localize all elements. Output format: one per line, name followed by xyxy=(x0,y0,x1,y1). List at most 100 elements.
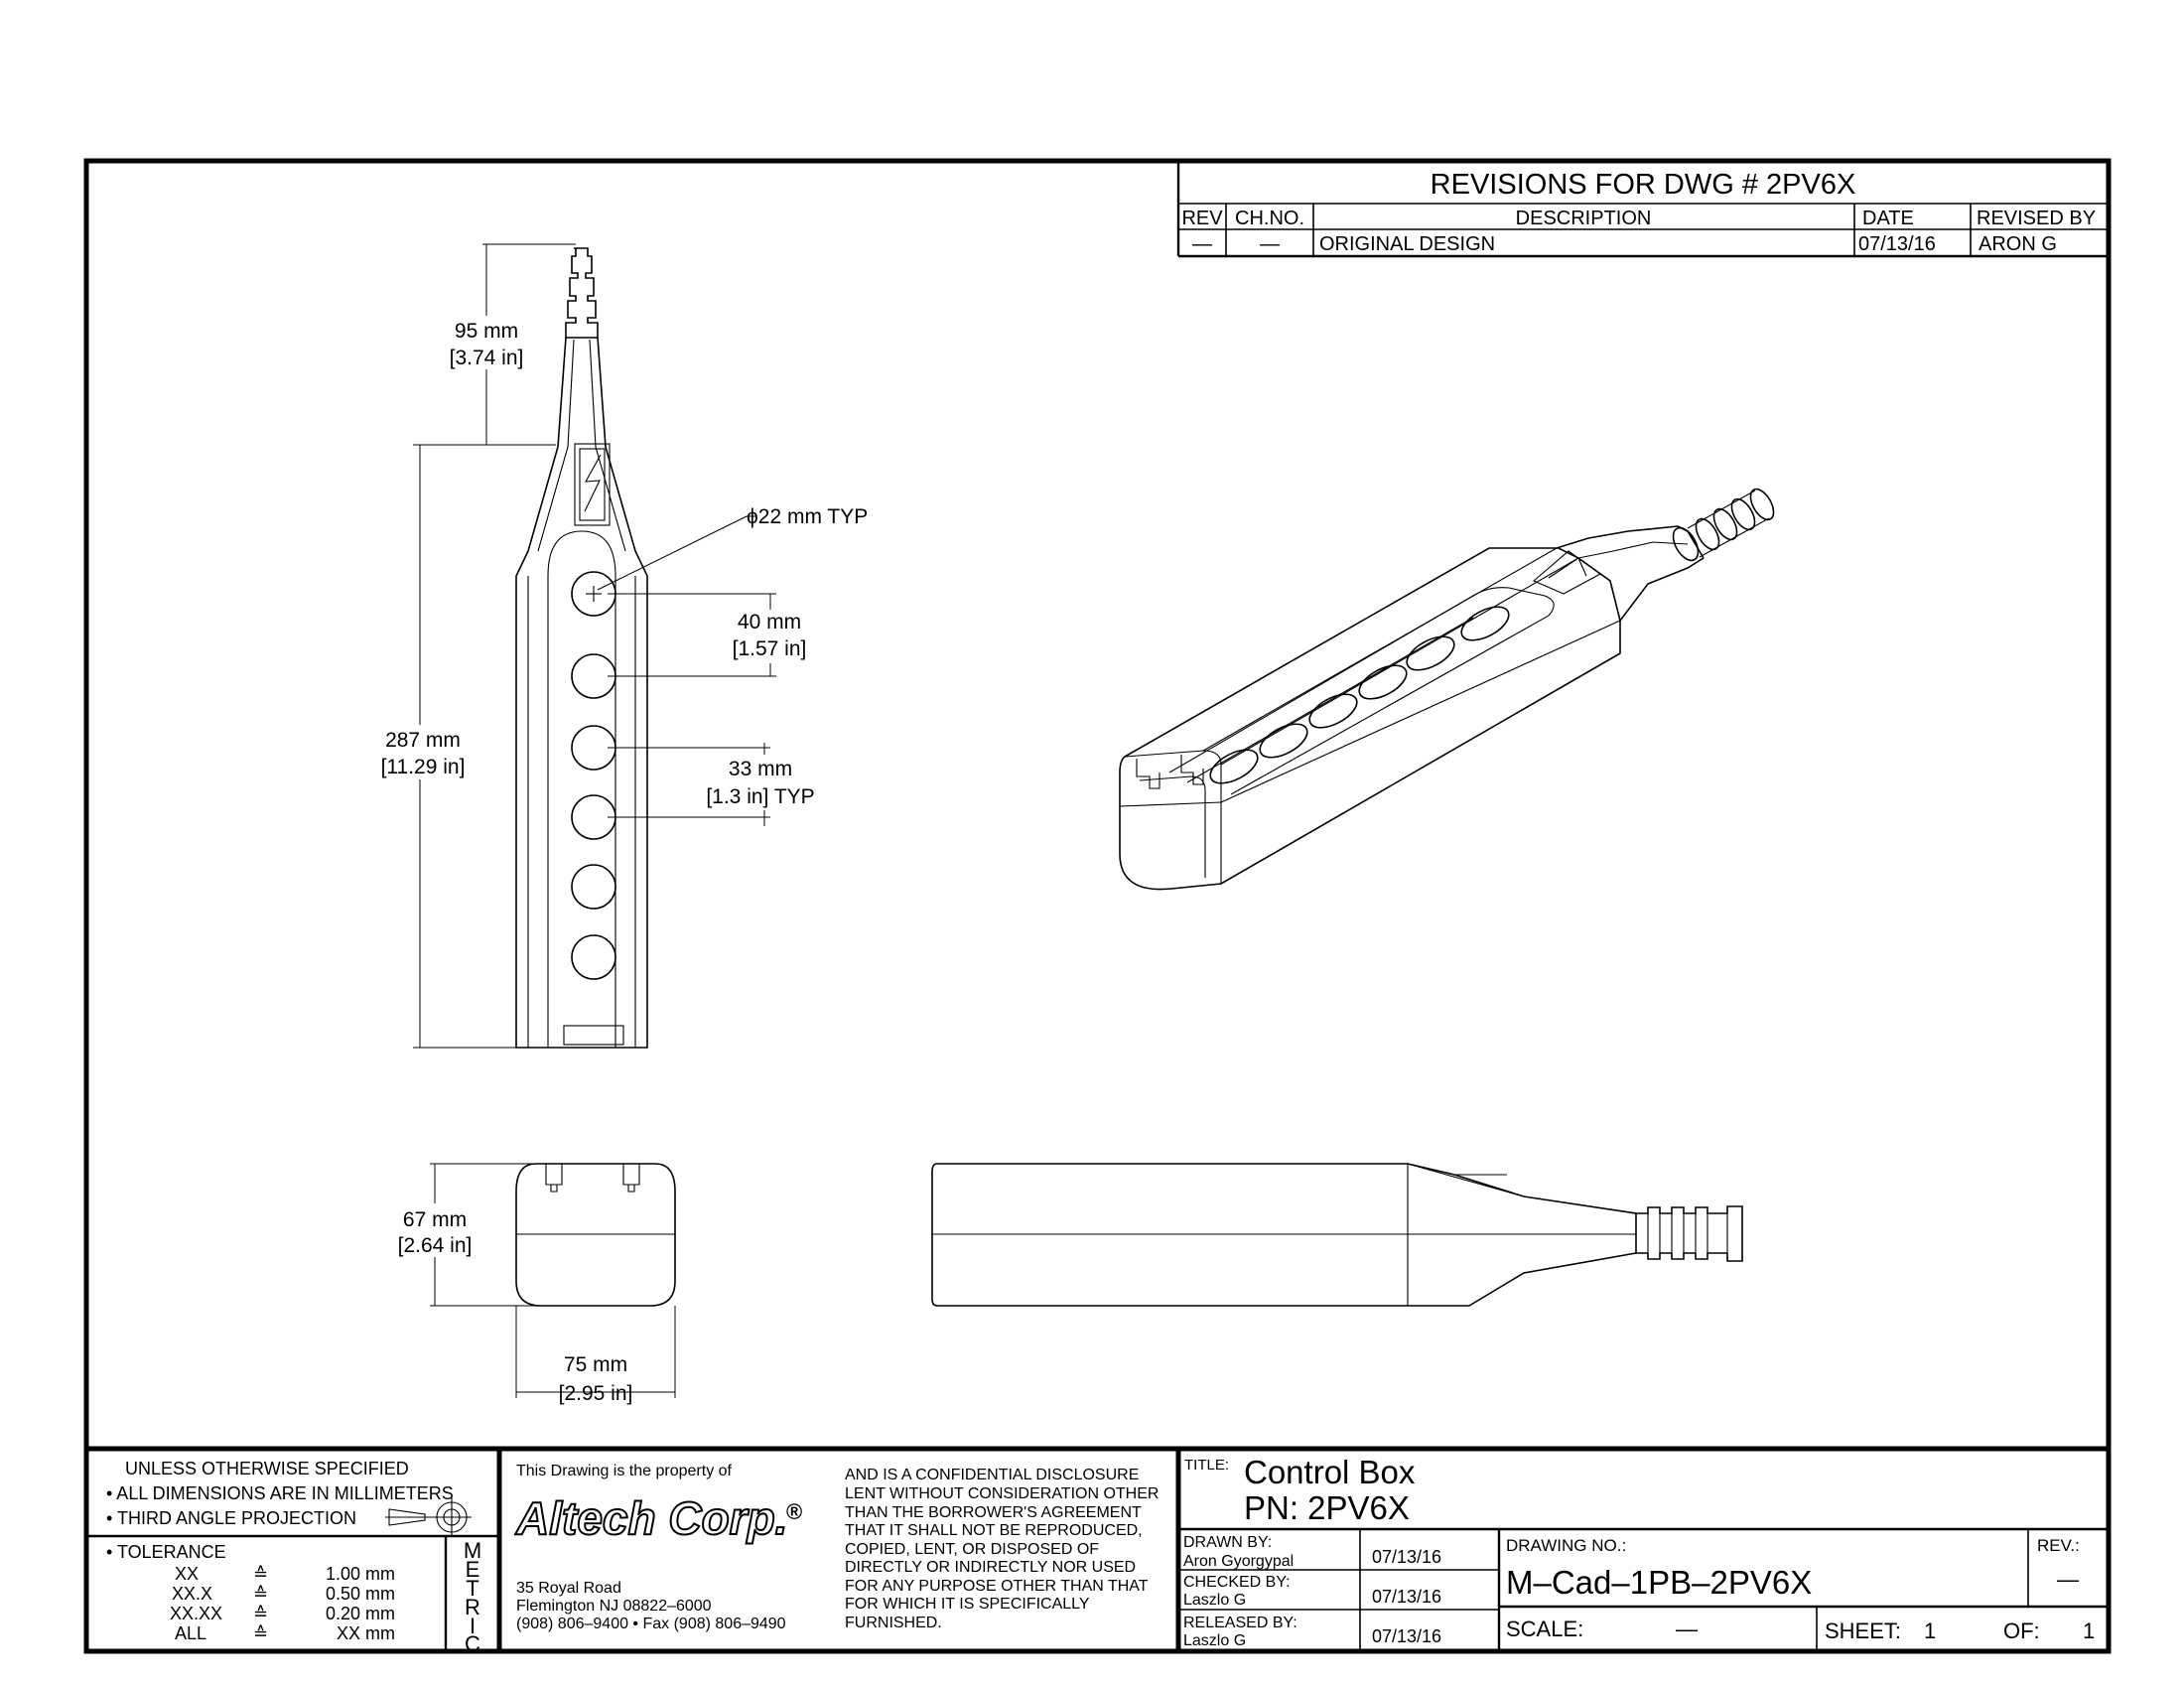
tol-sym-1: ≙ xyxy=(253,1564,268,1584)
released-label: RELEASED BY: xyxy=(1183,1615,1297,1631)
released-by: Laszlo G xyxy=(1183,1632,1246,1649)
metric-letter-i: I xyxy=(470,1614,476,1638)
tol-val-4: XX mm xyxy=(337,1623,395,1643)
disclosure-line-1: AND IS A CONFIDENTIAL DISCLOSURE xyxy=(845,1467,1139,1483)
iso-button-2 xyxy=(1259,723,1308,759)
bottom-slot xyxy=(563,1025,624,1046)
drawing-title: Control Box xyxy=(1244,1454,1416,1490)
dim-spacing-mm: 33 mm xyxy=(729,758,792,780)
isometric-view xyxy=(1119,488,1775,891)
dim-pitch-mm: 40 mm xyxy=(738,611,801,633)
rev-col-rev: REV xyxy=(1181,208,1223,229)
dim-width-mm: 75 mm xyxy=(564,1353,627,1376)
tol-sym-4: ≙ xyxy=(253,1623,268,1643)
rev-label: REV.: xyxy=(2037,1536,2080,1555)
rev-value: — xyxy=(2057,1567,2079,1592)
note-projection: • THIRD ANGLE PROJECTION xyxy=(106,1508,356,1528)
checked-by: Laszlo G xyxy=(1183,1592,1246,1609)
dim-hole-diameter: ϕ22 mm TYP xyxy=(747,505,868,528)
iso-button-3 xyxy=(1308,693,1358,729)
iso-button-1 xyxy=(1209,749,1259,784)
drawing-no-label: DRAWING NO.: xyxy=(1506,1536,1626,1555)
disclosure-line-4: THAT IT SHALL NOT BE REPRODUCED, xyxy=(845,1522,1143,1539)
tol-val-1: 1.00 mm xyxy=(326,1564,395,1584)
of-label: OF: xyxy=(2003,1618,2040,1643)
front-view-dimensions: 95 mm [3.74 in] 287 mm [11.29 in] ϕ22 mm… xyxy=(381,243,868,1049)
iso-button-5 xyxy=(1406,635,1455,671)
title-block xyxy=(86,1446,2109,1651)
company-block: This Drawing is the property of Altech C… xyxy=(514,1463,1159,1632)
disclosure-line-8: FOR WHICH IT IS SPECIFICALLY xyxy=(845,1596,1090,1613)
dim-width-in: [2.95 in] xyxy=(559,1382,633,1405)
dim-depth-in: [2.64 in] xyxy=(398,1234,473,1257)
sheet-value: 1 xyxy=(1924,1618,1936,1643)
rev-col-chno: CH.NO. xyxy=(1235,208,1304,229)
tol-fmt-3: XX.XX xyxy=(170,1604,222,1623)
button-hole-5 xyxy=(571,864,616,910)
sheet-border xyxy=(83,158,2112,1654)
metric-letter-e: E xyxy=(466,1557,480,1582)
tol-fmt-4: ALL xyxy=(175,1623,206,1643)
logo-window xyxy=(574,443,611,526)
rev-col-date: DATE xyxy=(1862,208,1914,229)
metric-letter-t: T xyxy=(466,1576,478,1601)
title-label: TITLE: xyxy=(1184,1457,1229,1474)
note-dims: • ALL DIMENSIONS ARE IN MILLIMETERS xyxy=(106,1483,454,1503)
rev-row-chno: — xyxy=(1260,233,1280,255)
company-phone: (908) 806–9400 • Fax (908) 806–9490 xyxy=(516,1616,786,1632)
scale-value: — xyxy=(1676,1617,1698,1641)
tol-fmt-2: XX.X xyxy=(172,1584,212,1604)
company-logo: Altech Corp. xyxy=(515,1492,787,1544)
tol-sym-3: ≙ xyxy=(253,1604,268,1623)
of-value: 1 xyxy=(2083,1618,2095,1643)
part-number: PN: 2PV6X xyxy=(1244,1489,1410,1526)
rev-col-revised-by: REVISED BY xyxy=(1977,208,2096,229)
tol-val-3: 0.20 mm xyxy=(326,1604,395,1623)
drawn-label: DRAWN BY: xyxy=(1183,1534,1272,1551)
property-text: This Drawing is the property of xyxy=(516,1463,733,1479)
side-view xyxy=(931,1163,1743,1307)
disclosure-line-7: FOR ANY PURPOSE OTHER THAN THAT xyxy=(845,1578,1149,1595)
dim-neck-mm: 95 mm xyxy=(455,320,518,343)
rev-row-date: 07/13/16 xyxy=(1858,233,1936,255)
company-registered-mark: ® xyxy=(786,1499,802,1524)
end-view-dimensions: 67 mm [2.64 in] 75 mm [2.95 in] xyxy=(398,1163,676,1405)
released-date: 07/13/16 xyxy=(1372,1626,1441,1646)
dim-body-mm: 287 mm xyxy=(385,729,461,752)
tol-val-2: 0.50 mm xyxy=(326,1584,395,1604)
tol-fmt-1: XX xyxy=(175,1564,199,1584)
iso-button-4 xyxy=(1358,664,1408,700)
iso-button-6 xyxy=(1460,606,1510,641)
end-view xyxy=(515,1163,676,1307)
rev-row-revised-by: ARON G xyxy=(1979,233,2057,255)
disclosure-line-6: DIRECTLY OR INDIRECTLY NOR USED xyxy=(845,1559,1136,1576)
drawn-date: 07/13/16 xyxy=(1372,1547,1441,1567)
disclosure-line-3: THAN THE BORROWER'S AGREEMENT xyxy=(845,1504,1142,1521)
scale-label: SCALE: xyxy=(1506,1617,1583,1641)
dim-neck-in: [3.74 in] xyxy=(450,347,524,369)
company-address1: 35 Royal Road xyxy=(516,1580,621,1597)
rev-row-rev: — xyxy=(1192,233,1212,255)
revisions-header: REVISIONS FOR DWG # 2PV6X xyxy=(1431,169,1856,201)
projection-symbol xyxy=(388,1508,426,1526)
sheet-label: SHEET: xyxy=(1825,1618,1901,1643)
drawing-number: M–Cad–1PB–2PV6X xyxy=(1506,1564,1812,1601)
rev-col-description: DESCRIPTION xyxy=(1516,208,1652,229)
note-unless: UNLESS OTHERWISE SPECIFIED xyxy=(125,1459,409,1478)
metric-letter-c: C xyxy=(465,1631,480,1656)
notes-block: UNLESS OTHERWISE SPECIFIED • ALL DIMENSI… xyxy=(106,1459,481,1656)
front-view xyxy=(515,247,648,1049)
note-tolerance-label: • TOLERANCE xyxy=(106,1542,226,1562)
company-address2: Flemington NJ 08822–6000 xyxy=(516,1598,712,1615)
revisions-table: REVISIONS FOR DWG # 2PV6X REV CH.NO. DES… xyxy=(1176,161,2109,258)
dim-depth-mm: 67 mm xyxy=(403,1208,467,1231)
tol-sym-2: ≙ xyxy=(253,1584,268,1604)
checked-label: CHECKED BY: xyxy=(1183,1574,1291,1591)
checked-date: 07/13/16 xyxy=(1372,1587,1441,1607)
disclosure-line-2: LENT WITHOUT CONSIDERATION OTHER xyxy=(845,1485,1159,1502)
dim-body-in: [11.29 in] xyxy=(381,756,466,778)
drawn-by: Aron Gyorgypal xyxy=(1183,1553,1294,1570)
metric-letter-m: M xyxy=(464,1538,481,1563)
disclosure-line-9: FURNISHED. xyxy=(845,1615,942,1631)
